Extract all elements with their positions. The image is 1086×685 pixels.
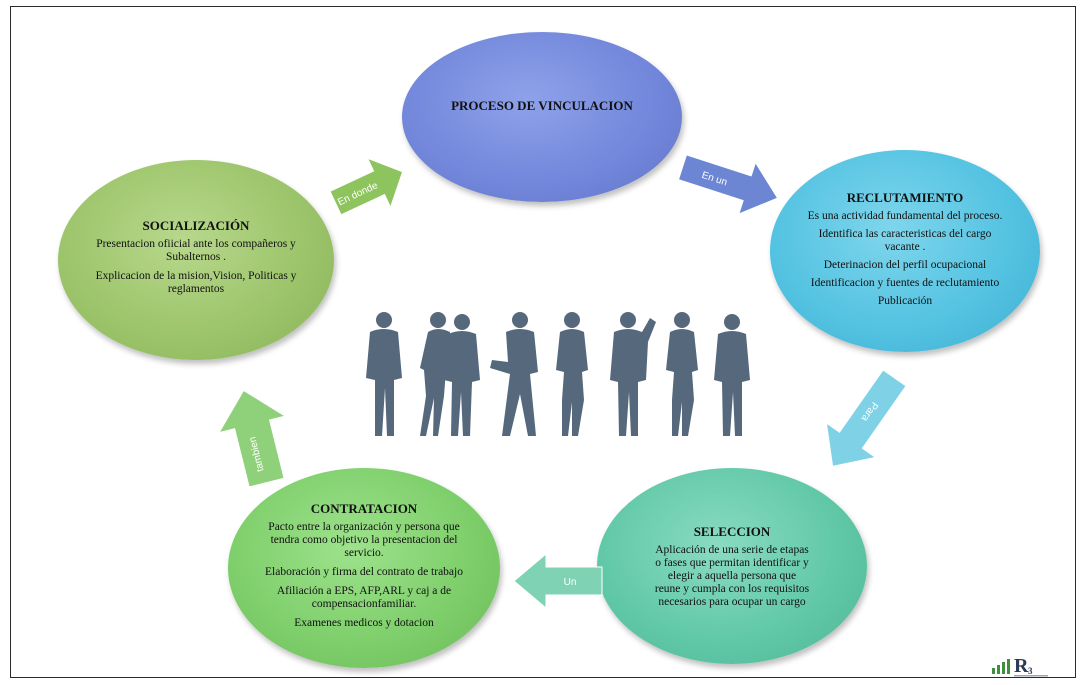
seleccion-line: Aplicación de una serie de etapas: [655, 543, 809, 556]
contratacion-line: Pacto entre la organización y persona qu…: [268, 520, 460, 559]
person-silhouette: [714, 314, 750, 436]
contratacion-line: Afiliación a EPS, AFP,ARL y caj a de com…: [276, 584, 452, 610]
person-silhouette: [490, 312, 538, 436]
proceso-title: PROCESO DE VINCULACION: [451, 98, 633, 113]
proceso-vinculacion-node: PROCESO DE VINCULACION: [402, 32, 682, 202]
arrow-un: Un: [513, 552, 603, 610]
arrow-en-donde: En donde: [330, 157, 404, 216]
contratacion-node: CONTRATACION Pacto entre la organización…: [228, 468, 500, 668]
svg-text:3: 3: [1028, 666, 1033, 676]
person-silhouette: [610, 312, 656, 436]
r3-logo: R 3: [992, 655, 1048, 677]
reclutamiento-title: RECLUTAMIENTO: [846, 189, 964, 205]
contratacion-line: Elaboración y firma del contrato de trab…: [265, 565, 463, 578]
contratacion-title: CONTRATACION: [310, 500, 418, 516]
socializacion-title: SOCIALIZACIÓN: [142, 218, 250, 233]
seleccion-node: SELECCION Aplicación de una serie de eta…: [597, 468, 867, 664]
reclutamiento-node: RECLUTAMIENTO Es una actividad fundament…: [770, 150, 1040, 352]
seleccion-line: elegir a aquella persona que: [667, 569, 797, 582]
arrow-en-un: En un: [677, 154, 779, 215]
svg-text:R: R: [1014, 655, 1029, 677]
person-silhouette: [420, 312, 452, 436]
people-silhouettes-image: [366, 312, 750, 436]
socializacion-line: Presentacion ofiicial ante los compañero…: [96, 238, 296, 263]
arrow-label-un: Un: [564, 577, 577, 588]
socializacion-node: SOCIALIZACIÓN Presentacion ofiicial ante…: [58, 160, 334, 360]
contratacion-line: Examenes medicos y dotacion: [294, 616, 434, 629]
reclutamiento-line: Es una actividad fundamental del proceso…: [807, 209, 1003, 222]
arrow-para: Para: [825, 369, 907, 468]
person-silhouette: [366, 312, 402, 436]
reclutamiento-line: Identificacion y fuentes de reclutamient…: [810, 276, 1000, 289]
socializacion-line: Explicacion de la mision,Vision, Politic…: [95, 270, 297, 295]
person-silhouette: [666, 312, 698, 436]
arrow-tambien: tambien: [218, 389, 287, 486]
reclutamiento-line: Identifica las caracteristicas del cargo…: [818, 227, 992, 253]
seleccion-title: SELECCION: [693, 523, 771, 539]
seleccion-line: necesarios para ocupar un cargo: [658, 595, 806, 608]
reclutamiento-line: Deterinacion del perfil ocupacional: [823, 258, 987, 271]
reclutamiento-line: Publicación: [877, 294, 933, 307]
person-silhouette: [556, 312, 588, 436]
person-silhouette: [444, 314, 480, 436]
seleccion-line: o fases que permitan identificar y: [655, 556, 809, 569]
seleccion-line: reune y cumpla con los requisitos: [654, 582, 810, 595]
